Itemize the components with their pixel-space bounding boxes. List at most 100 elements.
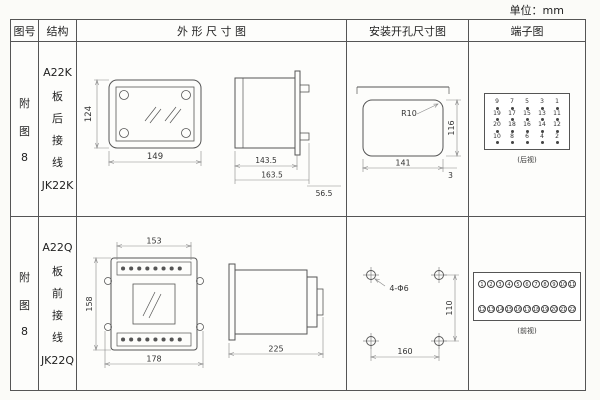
terminal-number: 8 [507,133,517,145]
terminal-number: 14 [496,304,504,313]
terminal-number: 15 [522,110,532,122]
terminal-number: 18 [507,122,517,133]
dim-side-depth-total: 163.5 [261,171,283,180]
terminal-number: 1 [552,99,562,110]
terminal-number: 17 [523,304,531,313]
fig-char: 图 [19,299,30,312]
header-mounting: 安装开孔尺寸图 [347,20,469,42]
dim-front-width: 149 [146,152,162,162]
terminal-number: 3 [496,279,504,288]
row1-mounting-drawing-cell: R10 116 141 3 [347,42,469,217]
dim-hole-label: 4-Φ6 [389,284,408,293]
dim-cutout-width: 141 [395,159,410,168]
header-structure-label: 结构 [46,24,69,38]
terminal-number: 18 [532,304,540,313]
terminal-number: 7 [532,279,540,288]
terminal-number: 17 [507,110,517,122]
cutout-dim-lines [361,98,461,172]
terminal-number: 14 [537,122,547,133]
header-outline-label: 外 形 尺 寸 图 [177,24,246,38]
row2-outline-drawing-cell: 153 158 178 225 [77,217,347,390]
terminal-number: 9 [550,279,558,288]
terminal-number: 16 [522,122,532,133]
terminal-number: 20 [492,122,502,133]
terminal-number: 6 [523,279,531,288]
relay-front-view [108,79,201,149]
terminal-number: 13 [487,304,495,313]
row2-mounting-drawing-cell: 4-Φ6 110 160 [347,217,469,390]
wiring-char: 板 [52,90,63,103]
relay-a22k-outline-drawing: 124 149 143.5 163.5 56.5 [84,70,341,198]
terminal-number: 12 [478,304,486,313]
fig-char: 图 [19,124,30,138]
terminal-number: 20 [550,304,558,313]
cutout-shape [356,86,449,157]
terminal-number: 1 [478,279,486,288]
wiring-char: 线 [52,156,63,169]
unit-label: 单位：mm [509,4,564,17]
terminal-number: 15 [505,304,513,313]
relay-a22q-drill-drawing: 4-Φ6 110 160 [362,266,459,361]
terminal-number: 11 [552,110,562,122]
wiring-char: 后 [52,112,63,125]
dim-front-inner-width: 153 [146,236,161,245]
terminal-number: 22 [568,304,576,313]
fig-char: 8 [21,150,28,164]
dim-side-depth-body: 143.5 [255,156,277,165]
dim-hole-horizontal: 160 [397,347,412,356]
row2-wiring-chars: 板前接线 [52,263,63,345]
terminal-number: 19 [541,304,549,313]
wiring-char: 板 [52,264,63,278]
header-fig-no-label: 图号 [13,24,36,38]
dim-corner-radius: R10 [401,109,417,118]
terminal-number: 2 [487,279,495,288]
terminal-number: 9 [492,99,502,110]
relay-a22q-outline-drawing: 153 158 178 225 [85,236,324,368]
header-fig-no: 图号 [11,20,39,42]
wiring-char: 接 [52,134,63,147]
terminal-row: 19 17 15 13 11 [492,110,562,122]
row1-fig-no-cell: 附图 8 [11,42,39,217]
terminal-view-caption: (后视) [517,156,537,164]
fig-char: 8 [21,325,28,338]
terminal-number: 2 [552,133,562,145]
row1-model-code: JK22K [41,179,74,192]
header-terminal-label: 端子图 [510,24,544,38]
relay-side-view [234,70,309,156]
terminal-number: 16 [514,304,522,313]
terminal-number: 10 [559,279,567,288]
terminal-number: 11 [568,279,576,288]
header-mounting-label: 安装开孔尺寸图 [369,24,446,38]
terminal-number: 4 [537,133,547,145]
front-view-dim-lines [93,78,202,166]
dim-front-height: 158 [85,296,94,311]
fig-char: 附 [19,96,30,110]
dim-front-height: 124 [84,106,94,122]
row1-outline-drawing-cell: 124 149 143.5 163.5 56.5 [77,42,347,217]
terminal-number: 5 [514,279,522,288]
header-terminal: 端子图 [469,20,585,42]
dim-side-length: 225 [268,344,283,353]
side-view-dim-lines [227,316,324,358]
row1-model-label: A22K [43,66,72,79]
terminal-number: 4 [505,279,513,288]
terminal-number: 6 [522,133,532,145]
wiring-char: 前 [52,286,63,300]
terminal-number: 13 [537,110,547,122]
header-outline: 外 形 尺 寸 图 [77,20,347,42]
mounting-holes [362,266,447,349]
side-view-dim-lines [233,143,341,187]
row1-structure-cell: A22K 板后接线 JK22K [39,42,77,217]
wiring-char: 接 [52,308,63,322]
front-view-dim-lines [92,241,204,368]
terminal-number: 19 [492,110,502,122]
relay-side-view [228,263,323,340]
relay-front-view [103,257,204,350]
dim-hole-vertical: 110 [445,300,454,315]
